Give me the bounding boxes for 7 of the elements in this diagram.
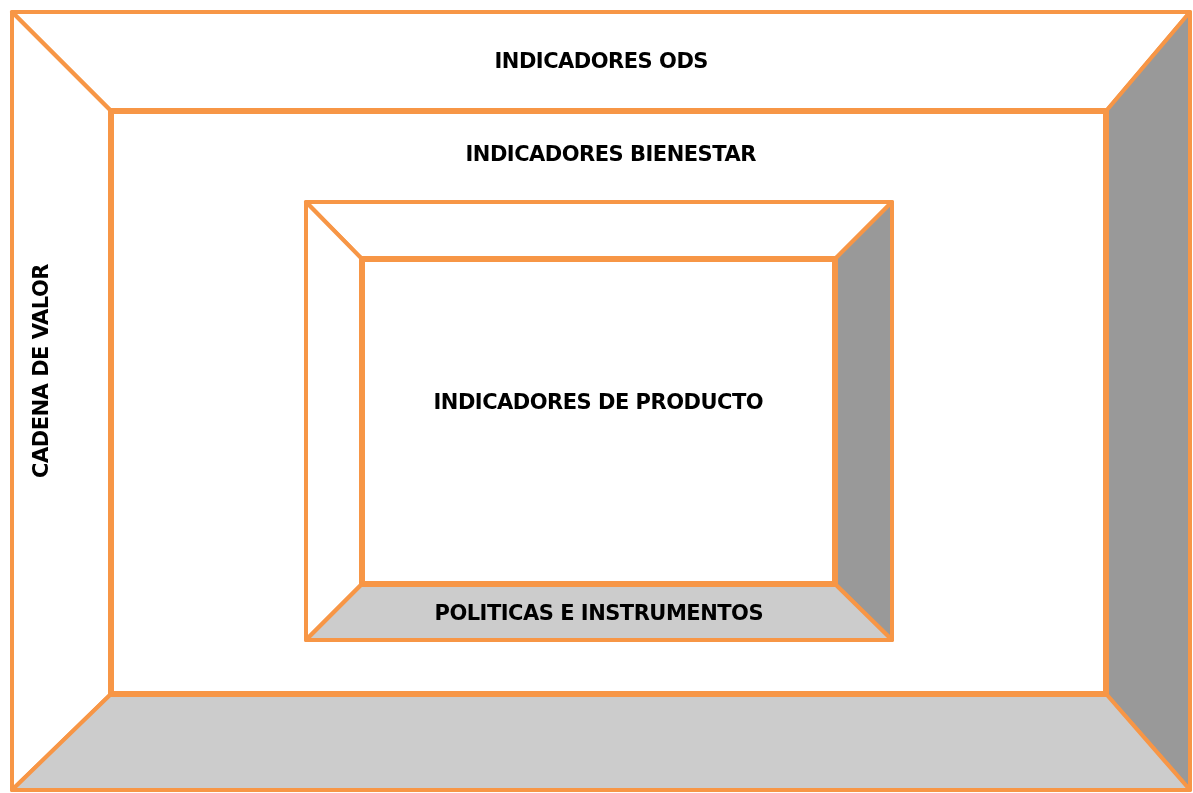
section-label: INDICADORES DE PRODUCTO	[433, 389, 764, 414]
section-label: INDICADORES BIENESTAR	[465, 142, 756, 166]
section-label: INDICADORES ODS	[494, 49, 708, 73]
room-frame	[12, 12, 1190, 790]
inner-frame	[306, 202, 892, 640]
section-label: POLITICAS E INSTRUMENTOS	[434, 600, 763, 625]
vertical-label: CADENA DE VALOR	[29, 264, 53, 478]
